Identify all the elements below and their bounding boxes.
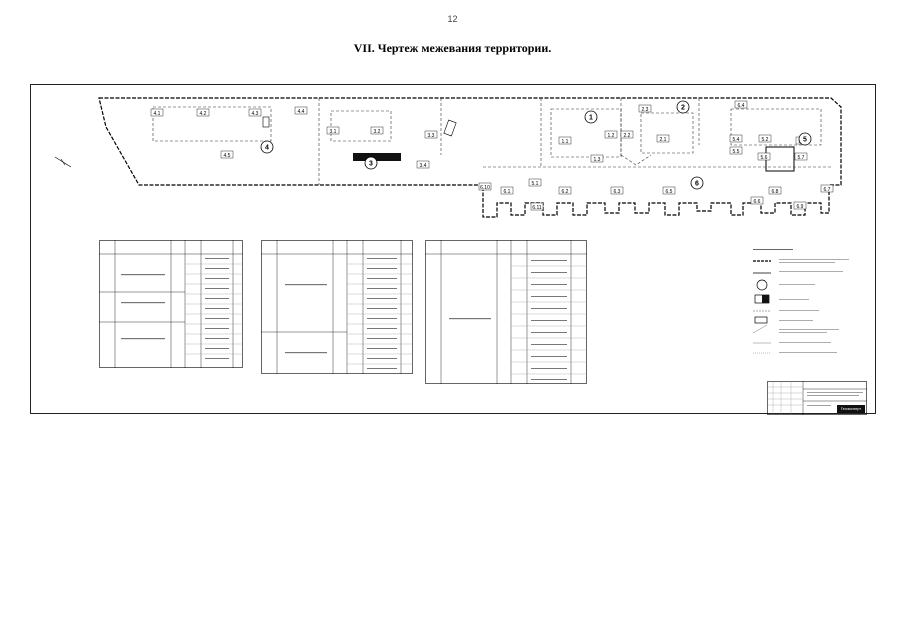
lot-table-1	[99, 240, 243, 368]
lot-label-box	[326, 126, 340, 135]
lot-label: 6.7	[824, 187, 831, 193]
lot-table-3	[425, 240, 587, 384]
lot-label-box	[196, 108, 210, 117]
building-block	[765, 146, 795, 172]
page-number: 12	[447, 14, 458, 24]
title-block: Геоэксперт	[767, 381, 867, 415]
lot-label-box	[656, 134, 670, 143]
lot-label: 6.4	[738, 103, 745, 109]
drawing-sheet: 4.1 4.2 4.3 4.4 4.5 3.1 3.2 3.3 3.4 1.1 1.2 1.3 2.1 2…	[30, 84, 876, 415]
lot-label: 5.7	[798, 155, 805, 161]
lot-label-box	[758, 134, 772, 143]
table-grid	[99, 240, 243, 368]
north-arrow-icon	[54, 156, 72, 168]
lot-label: 3.2	[374, 129, 381, 135]
lot-label: 1.2	[608, 133, 615, 139]
lot-label-box	[500, 186, 514, 195]
lot-label: 6.8	[772, 189, 779, 195]
lot-label-box	[416, 160, 430, 169]
lot-label: 3.3	[428, 133, 435, 139]
title-block-grid	[767, 381, 867, 415]
lot-label-box	[620, 130, 634, 139]
lot-label: 6.11	[532, 205, 542, 211]
lot-label-box	[558, 136, 572, 145]
lot-label: 4.5	[224, 153, 231, 159]
lot-label-box	[558, 186, 572, 195]
lot-label: 4.3	[252, 111, 259, 117]
zone-marker-circle	[584, 110, 598, 124]
company-logo: Геоэксперт	[837, 405, 865, 413]
lot-label: 3.4	[420, 163, 427, 169]
lot-label-box	[424, 130, 438, 139]
lot-label-box	[478, 182, 492, 191]
zone-number: 5	[803, 137, 807, 144]
zone-marker-circle	[364, 156, 378, 170]
lot-label: 6.6	[754, 199, 761, 205]
zone-marker-circle	[676, 100, 690, 114]
lot-label-box	[734, 100, 748, 109]
zone-number: 3	[369, 161, 373, 168]
table-grid	[261, 240, 413, 374]
lot-label: 5.4	[733, 137, 740, 143]
lot-label: 2.1	[660, 137, 667, 143]
lot-label: 1.1	[562, 139, 569, 145]
lot-label: 4.2	[200, 111, 207, 117]
lot-label: 5.6	[761, 155, 768, 161]
lot-label: 4.1	[154, 111, 161, 117]
lot-label-box	[729, 146, 743, 155]
lot-label-box	[768, 186, 782, 195]
zone-marker-circle	[798, 132, 812, 146]
zone-number: 4	[265, 145, 269, 152]
lot-label-box	[150, 108, 164, 117]
lot-label-box	[294, 106, 308, 115]
zone-markers: 1 2 3 4 5 6	[260, 100, 812, 190]
lot-label-box	[590, 154, 604, 163]
lot-label-box	[662, 186, 676, 195]
zone-number: 6	[695, 181, 699, 188]
lot-label: 6.3	[614, 189, 621, 195]
territory-plan: 4.1 4.2 4.3 4.4 4.5 3.1 3.2 3.3 3.4 1.1 1.2 1.3 2.1 2…	[54, 97, 842, 218]
lot-label: 2.2	[624, 133, 631, 139]
lot-labels: 4.1 4.2 4.3 4.4 4.5 3.1 3.2 3.3 3.4 1.1 1.2 1.3 2.1 2…	[150, 100, 834, 211]
lot-label-box	[793, 201, 807, 210]
lot-label: 5.1	[532, 181, 539, 187]
lot-label: 1.3	[594, 157, 601, 163]
lot-label-box	[604, 130, 618, 139]
lot-label: 6.1	[504, 189, 511, 195]
lot-label-box	[370, 126, 384, 135]
lot-label-box	[820, 184, 834, 193]
page-title: VII. Чертеж межевания территории.	[353, 41, 552, 55]
zone-number: 2	[681, 105, 685, 112]
lot-label-box	[638, 104, 652, 113]
lot-label: 6.5	[666, 189, 673, 195]
lot-label: 6.2	[562, 189, 569, 195]
lot-label-box	[794, 152, 808, 161]
lot-table-2	[261, 240, 413, 374]
lot-label: 5.2	[762, 137, 769, 143]
table-grid	[425, 240, 587, 384]
territory-boundary	[98, 97, 842, 218]
lot-label-box	[248, 108, 262, 117]
lot-label-box	[220, 150, 234, 159]
lot-label: 6.9	[797, 204, 804, 210]
zone-marker-circle	[690, 176, 704, 190]
lot-label-box	[757, 152, 771, 161]
hatched-object	[353, 153, 401, 161]
lot-label: 6.10	[480, 185, 490, 191]
lot-label: 3.1	[330, 129, 337, 135]
map-legend	[752, 249, 865, 359]
lot-label-box	[530, 202, 544, 211]
lot-label: 2.3	[642, 107, 649, 113]
lot-label-box	[610, 186, 624, 195]
lot-label: 5.5	[733, 149, 740, 155]
zone-marker-circle	[260, 140, 274, 154]
lot-label-box	[750, 196, 764, 205]
lot-label: 4.4	[298, 109, 305, 115]
lot-label-box	[729, 134, 743, 143]
lot-label-box	[528, 178, 542, 187]
legend-symbols	[752, 249, 849, 354]
zone-number: 1	[589, 115, 593, 122]
